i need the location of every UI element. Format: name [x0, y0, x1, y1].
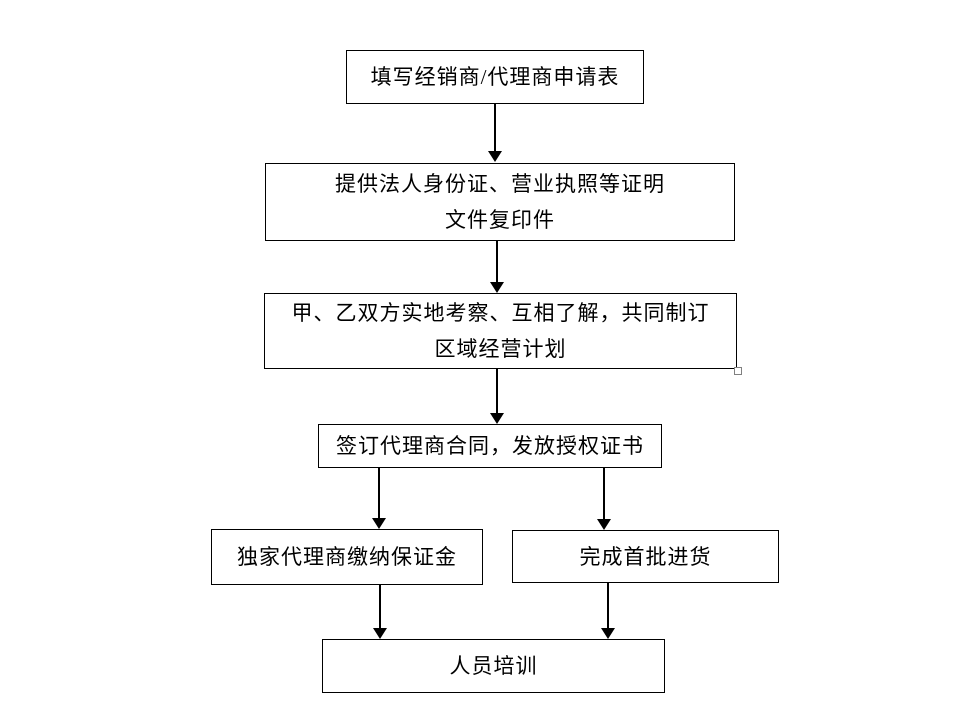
flow-node-label: 独家代理商缴纳保证金 [237, 545, 457, 569]
arrowhead-icon [490, 413, 504, 424]
flow-node-label: 甲、乙双方实地考察、互相了解，共同制订 [291, 301, 710, 325]
arrowhead-icon [488, 151, 502, 162]
arrow-shaft [378, 468, 380, 519]
down-arrow-icon [490, 241, 504, 293]
down-arrow-icon [488, 104, 502, 162]
arrowhead-icon [373, 628, 387, 639]
arrow-shaft [496, 369, 498, 414]
arrow-shaft [607, 583, 609, 629]
flow-node-fill-application: 填写经销商/代理商申请表 [346, 50, 644, 104]
down-arrow-icon [490, 369, 504, 424]
arrow-shaft [603, 468, 605, 520]
down-arrow-icon [373, 585, 387, 639]
flow-node-staff-training: 人员培训 [322, 639, 665, 693]
down-arrow-icon [601, 583, 615, 639]
flow-node-first-stock: 完成首批进货 [512, 530, 779, 583]
arrowhead-icon [372, 518, 386, 529]
arrow-shaft [496, 241, 498, 283]
down-arrow-icon [597, 468, 611, 530]
flow-node-provide-documents: 提供法人身份证、营业执照等证明 文件复印件 [265, 163, 735, 241]
arrowhead-icon [597, 519, 611, 530]
down-arrow-icon [372, 468, 386, 529]
flow-node-label: 提供法人身份证、营业执照等证明 [335, 172, 665, 196]
arrow-shaft [494, 104, 496, 152]
selection-handle[interactable] [734, 367, 742, 375]
flow-node-label: 填写经销商/代理商申请表 [370, 65, 620, 89]
flow-node-label: 人员培训 [449, 654, 538, 678]
flow-node-label: 区域经营计划 [434, 337, 567, 361]
arrowhead-icon [490, 282, 504, 293]
flow-node-label: 文件复印件 [445, 208, 555, 232]
arrow-shaft [379, 585, 381, 629]
flow-node-pay-deposit: 独家代理商缴纳保证金 [211, 529, 483, 585]
flow-node-sign-contract: 签订代理商合同，发放授权证书 [318, 424, 662, 468]
flow-node-label: 签订代理商合同，发放授权证书 [336, 434, 644, 458]
flow-node-site-inspection: 甲、乙双方实地考察、互相了解，共同制订 区域经营计划 [264, 293, 737, 369]
flow-node-label: 完成首批进货 [579, 544, 712, 569]
arrowhead-icon [601, 628, 615, 639]
